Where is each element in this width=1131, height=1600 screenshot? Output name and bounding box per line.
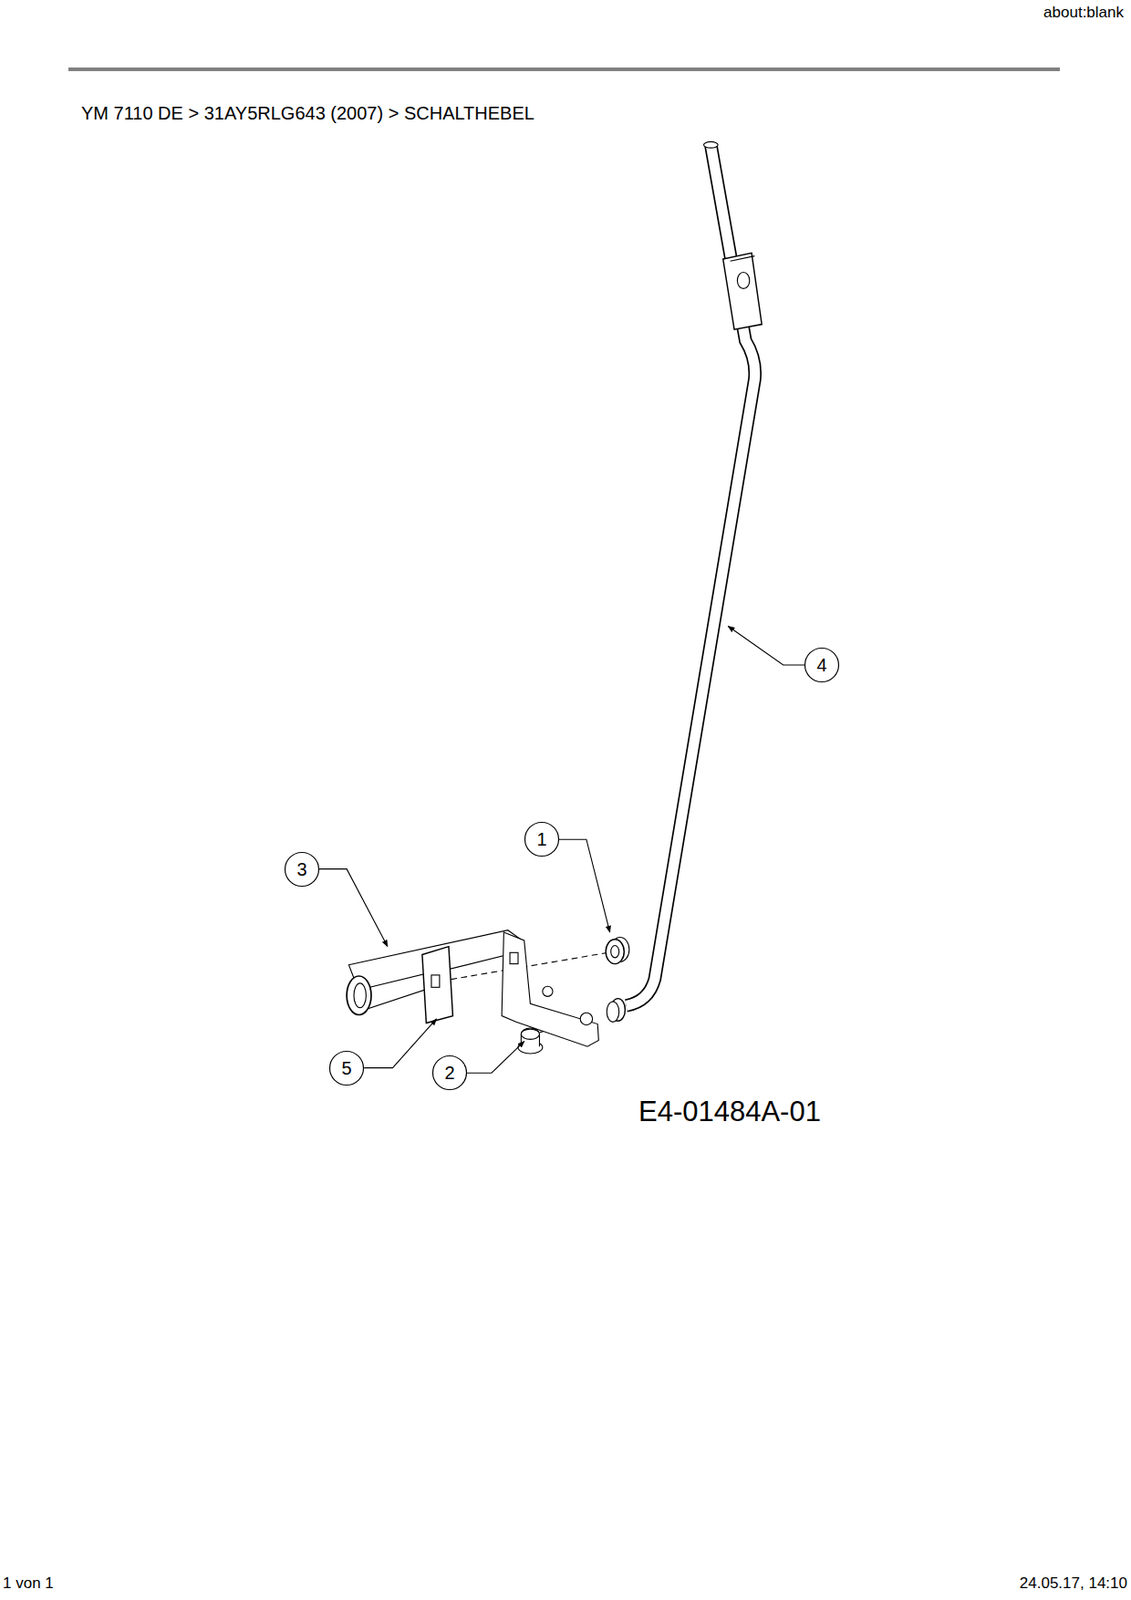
leader-line [319,869,388,947]
callout-circle: 2 [431,1054,468,1091]
leader-line [559,839,611,933]
page-count: 1 von 1 [2,1574,54,1593]
page-title: YM 7110 DE > 31AY5RLG643 (2007) > SCHALT… [81,102,535,125]
grommet-hole [611,944,620,957]
bracket-hole [509,952,519,964]
drawing-number: E4-01484A-01 [638,1094,821,1129]
callout-circle: 5 [328,1049,365,1087]
rod-clamp [730,256,756,262]
header-rule [68,67,1060,72]
flange [422,946,454,1024]
grommet [605,939,624,965]
bracket-hole [542,985,553,997]
bushing [520,1028,540,1039]
leader-line [363,1018,436,1069]
flange-hole [431,975,440,987]
browser-header: about:blank [1043,3,1124,22]
bracket-curl [353,983,366,1008]
leader-line [466,1041,525,1074]
callout-number: 4 [803,646,841,684]
callout-number: 5 [328,1049,365,1087]
callout-circle: 4 [803,646,841,684]
print-timestamp: 24.05.17, 14:10 [1019,1574,1128,1593]
callout-circle: 1 [523,820,561,858]
rod-bushing [606,1001,619,1022]
callout-circle: 3 [283,850,321,888]
bushing [520,1027,540,1047]
rod-clamp-hole [736,272,749,290]
bracket-curl [346,975,372,1015]
leader-line [727,626,805,665]
callout-number: 2 [431,1054,468,1091]
parts-drawing [319,141,805,1073]
bracket-hole [580,1012,592,1025]
bracket-plate [501,932,599,1047]
rod-end [703,141,718,148]
callout-number: 3 [283,850,321,888]
callout-number: 1 [523,820,561,858]
rod-clamp [723,252,762,330]
